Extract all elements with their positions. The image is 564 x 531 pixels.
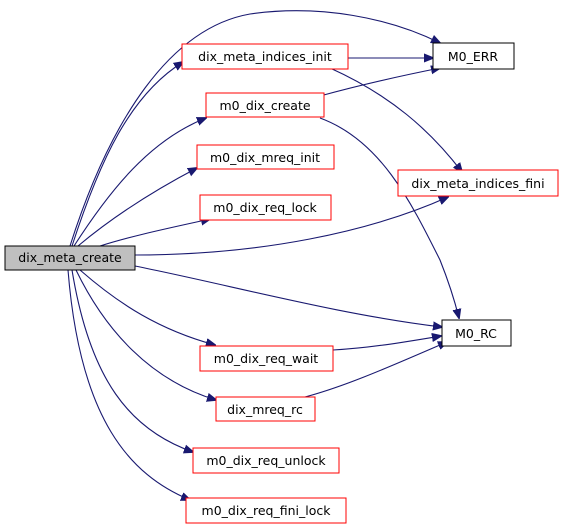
node-m0-rc[interactable]: M0_RC xyxy=(441,319,512,347)
node-dix-meta-indices-fini[interactable]: dix_meta_indices_fini xyxy=(397,169,559,197)
node-m0-err[interactable]: M0_ERR xyxy=(432,42,515,70)
node-label: m0_dix_req_wait xyxy=(214,351,319,366)
node-m0-dix-req-fini-lock[interactable]: m0_dix_req_fini_lock xyxy=(185,497,347,524)
node-label: m0_dix_req_fini_lock xyxy=(202,503,332,518)
node-m0-dix-req-unlock[interactable]: m0_dix_req_unlock xyxy=(192,447,340,474)
node-m0-dix-req-wait[interactable]: m0_dix_req_wait xyxy=(199,345,334,372)
node-dix-mreq-rc[interactable]: dix_mreq_rc xyxy=(215,396,316,422)
node-dix-meta-create[interactable]: dix_meta_create xyxy=(4,245,136,271)
node-dix-meta-indices-init[interactable]: dix_meta_indices_init xyxy=(181,43,349,70)
node-label: dix_meta_create xyxy=(18,250,122,265)
edge-create-to-mreq-rc xyxy=(75,269,216,400)
edge-create-to-indices-init xyxy=(71,62,183,247)
edge-create-to-req-unlock xyxy=(71,269,193,452)
edge-create-to-indices-fini xyxy=(134,197,448,256)
edge-create-to-m0-dix-create xyxy=(73,118,206,247)
node-label: m0_dix_mreq_init xyxy=(210,150,320,165)
node-label: dix_meta_indices_fini xyxy=(411,176,544,191)
node-label: M0_RC xyxy=(455,326,497,341)
node-label: dix_meta_indices_init xyxy=(198,49,332,64)
edge-req-wait-to-m0-rc xyxy=(332,336,441,351)
node-label: m0_dix_req_lock xyxy=(213,200,317,215)
edge-create-to-req-lock xyxy=(99,219,210,247)
edge-mreq-rc-to-m0-rc xyxy=(304,342,447,398)
node-m0-dix-create[interactable]: m0_dix_create xyxy=(205,92,325,118)
node-m0-dix-req-lock[interactable]: m0_dix_req_lock xyxy=(199,194,332,221)
node-m0-dix-mreq-init[interactable]: m0_dix_mreq_init xyxy=(196,144,335,170)
edge-create-to-mreq-init xyxy=(77,168,197,247)
edge-m0-dix-create-to-m0-err xyxy=(319,68,440,97)
node-label: m0_dix_create xyxy=(219,98,310,113)
edge-create-to-m0-err xyxy=(69,10,440,247)
edge-indices-init-to-indices-fini xyxy=(329,67,462,172)
edge-create-to-m0-rc xyxy=(134,265,442,327)
node-label: m0_dix_req_unlock xyxy=(206,453,326,468)
edge-create-to-req-fini-lock xyxy=(67,269,190,500)
node-label: M0_ERR xyxy=(448,49,499,64)
edge-create-to-req-wait xyxy=(79,269,215,345)
edge-m0-dix-create-to-m0-rc xyxy=(319,117,459,318)
edges xyxy=(67,10,462,500)
node-label: dix_mreq_rc xyxy=(227,402,303,417)
